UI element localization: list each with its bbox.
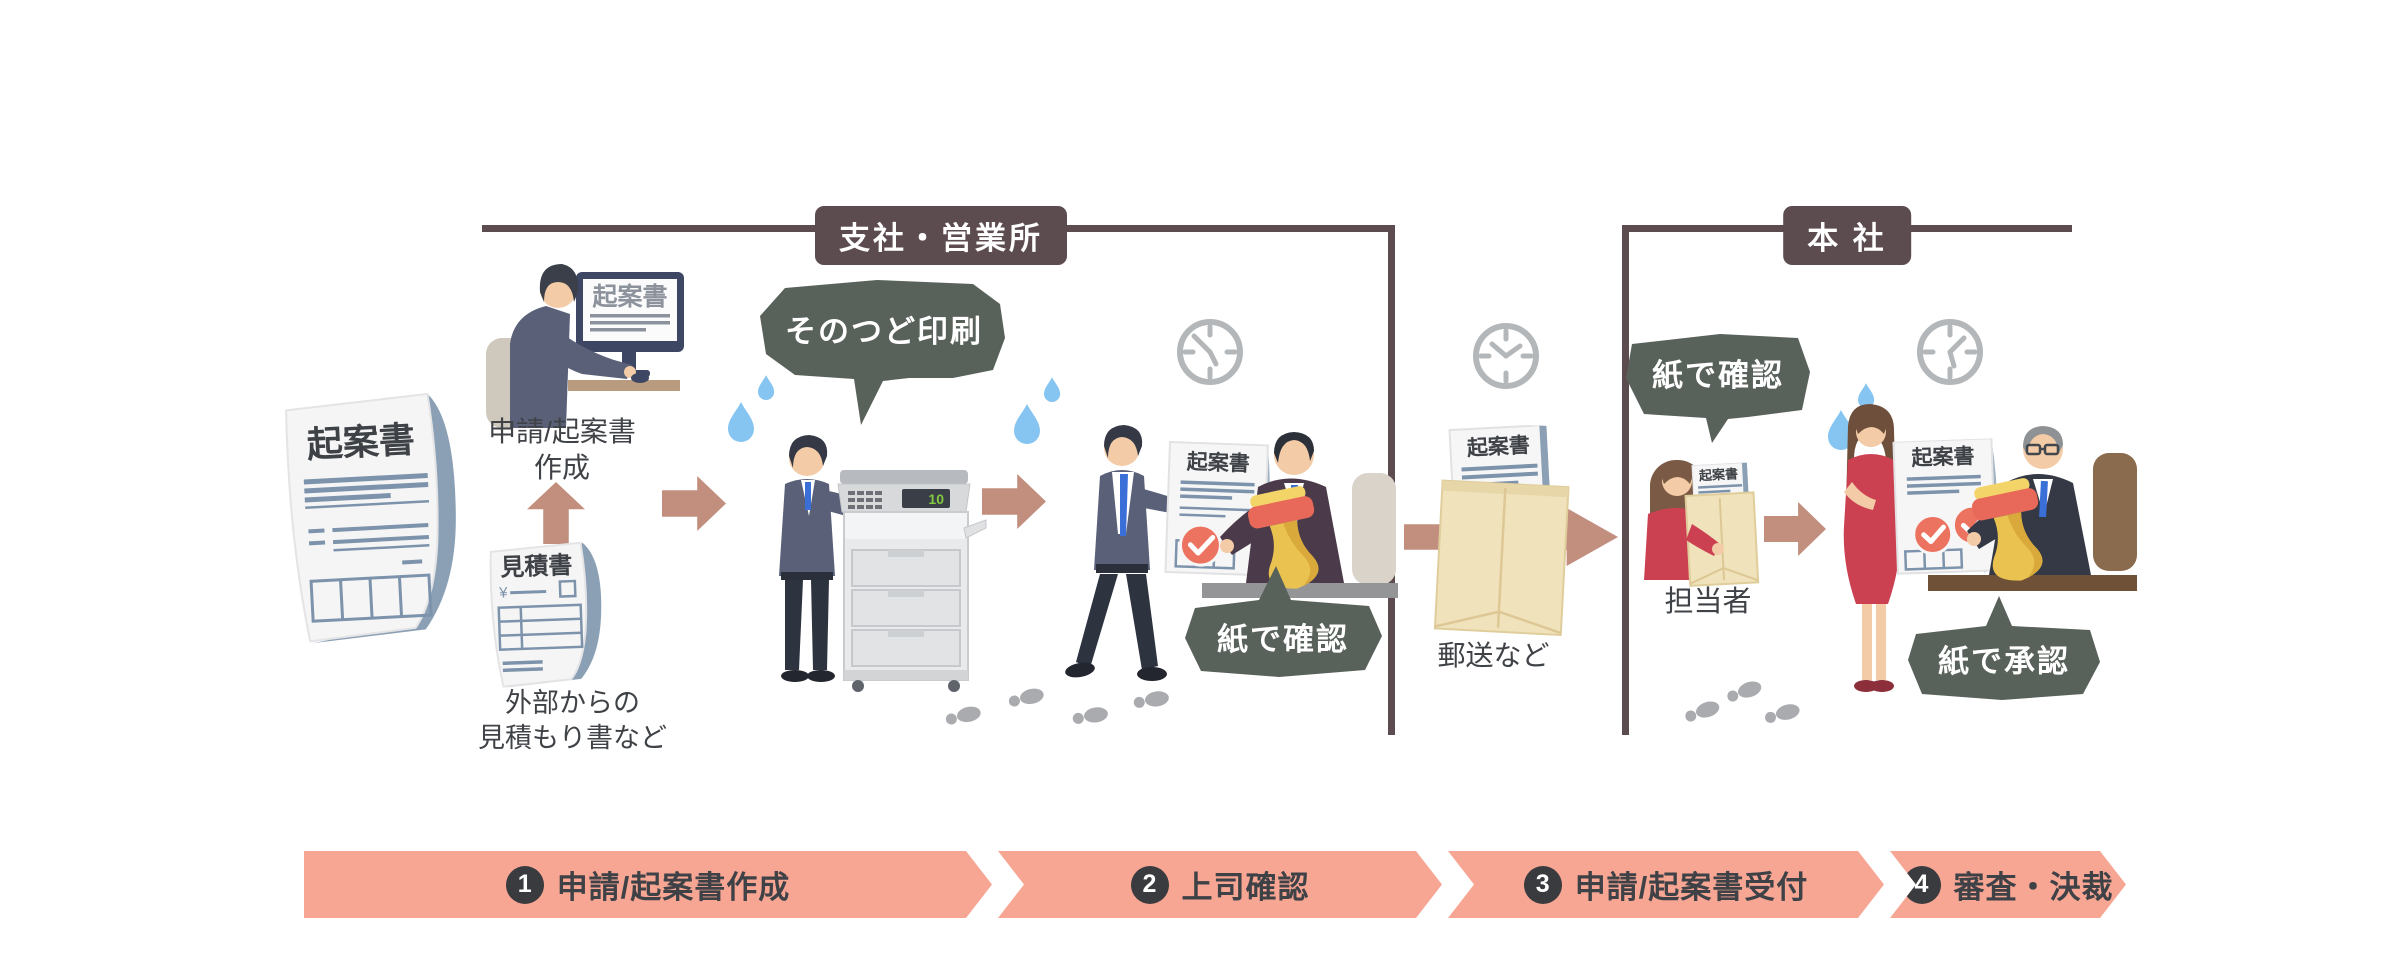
- create-caption: 申請/起案書 作成: [488, 416, 636, 483]
- staff-caption: 担当者: [1664, 586, 1752, 618]
- glasses-icon: [2025, 443, 2060, 456]
- employee-at-computer-illustration: 起案書: [486, 264, 684, 428]
- approve-doc-title: 起案書: [1910, 444, 1975, 470]
- footprints-icon: [945, 688, 1169, 725]
- mail-caption: 郵送など: [1437, 640, 1550, 671]
- step-label: 上司確認: [1181, 870, 1310, 905]
- branch-office-label: 支社・営業所: [815, 206, 1067, 265]
- quotation-document-icon: 見積書 ¥: [489, 541, 602, 688]
- walking-employee-illustration: 起案書: [1065, 425, 1270, 681]
- desk: [1928, 575, 2137, 591]
- hanko-stamp-icon: [1248, 486, 1319, 589]
- footprints-icon: [1685, 681, 1800, 723]
- quotation-document-title: 見積書: [500, 551, 573, 581]
- receive-bubble-label: 紙で確認: [1652, 358, 1784, 393]
- step-label: 申請/起案書作成: [556, 870, 791, 905]
- document-text-lines: [303, 473, 430, 565]
- step-number: 4: [1903, 866, 1941, 904]
- draft-document-icon: 起案書: [285, 392, 456, 644]
- copier-display: [902, 489, 950, 508]
- desk: [568, 380, 680, 391]
- small-envelope-icon: 起案書: [1684, 462, 1760, 587]
- draft-document-with-check-icon: 起案書: [1164, 440, 1270, 577]
- paper-check-speech-bubble: 紙で確認: [1185, 566, 1382, 677]
- approve-bubble-label: 紙で承認: [1938, 644, 2070, 679]
- boss-doc-title: 起案書: [1185, 450, 1250, 476]
- sweat-drops-icon: [728, 375, 775, 442]
- desk: [1202, 583, 1398, 598]
- walking-staff-illustration: [1843, 404, 1931, 692]
- process-step-4: 4 審査・決裁: [1890, 851, 2126, 918]
- office-chair: [2093, 453, 2137, 571]
- sweat-drops-icon: [1828, 383, 1875, 450]
- stamp-boxes: [309, 573, 433, 623]
- step-number: 2: [1131, 866, 1169, 904]
- copier-icon: 10: [837, 470, 987, 692]
- clock-icon: [1177, 319, 1243, 385]
- headquarters-label: 本 社: [1783, 206, 1911, 265]
- mouse-icon: [631, 373, 649, 383]
- step-label: 申請/起案書受付: [1574, 870, 1809, 905]
- receive-doc-title: 起案書: [1698, 466, 1739, 483]
- copier-output-tray: [963, 519, 987, 539]
- draft-document-title: 起案書: [306, 419, 416, 466]
- mail-doc-title: 起案書: [1465, 433, 1530, 460]
- process-step-2: 2 上司確認: [998, 851, 1442, 918]
- office-chair: [1352, 473, 1396, 585]
- quote-caption: 外部からの 見積もり書など: [478, 688, 667, 753]
- envelope-icon: 起案書: [1433, 424, 1570, 637]
- monitor-document-title: 起案書: [592, 282, 667, 311]
- print-bubble-label: そのつど印刷: [785, 314, 983, 349]
- process-step-1: 1 申請/起案書作成: [304, 851, 992, 918]
- clock-icon: [1473, 323, 1539, 389]
- copier-display-value: 10: [928, 491, 944, 507]
- step-number: 1: [506, 866, 544, 904]
- clock-icon: [1917, 319, 1983, 385]
- step-label: 審査・決裁: [1953, 870, 2114, 905]
- svg-text:¥: ¥: [498, 584, 509, 601]
- boss-check-bubble-label: 紙で確認: [1217, 622, 1349, 657]
- hanko-stamp-icon: [1972, 478, 2043, 581]
- staff-with-envelope-illustration: 起案書: [1644, 460, 1760, 587]
- print-speech-bubble: そのつど印刷: [760, 280, 1005, 425]
- paper-check-speech-bubble: 紙で確認: [1626, 334, 1810, 443]
- paper-approval-speech-bubble: 紙で承認: [1908, 596, 2100, 700]
- sweat-drops-icon: [1014, 377, 1061, 444]
- process-step-3: 3 申請/起案書受付: [1448, 851, 1884, 918]
- step-number: 3: [1524, 866, 1562, 904]
